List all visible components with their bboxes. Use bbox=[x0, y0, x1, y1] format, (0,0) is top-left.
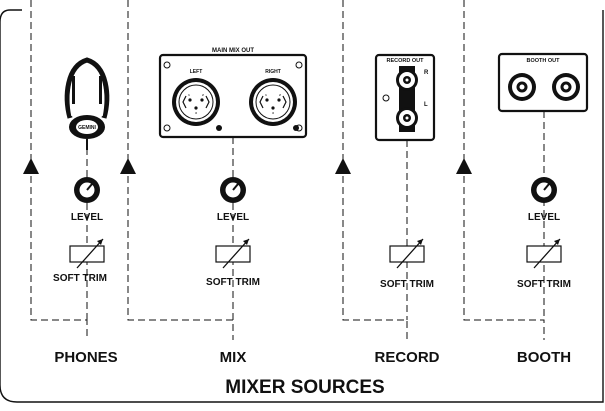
level-knob-icon bbox=[220, 177, 246, 203]
trs-jack-icon bbox=[508, 73, 536, 101]
headphone-brand-text: GEMINI bbox=[78, 125, 96, 131]
xlr-left-pin-2: 2 bbox=[202, 93, 204, 97]
main-mix-out-panel: MAIN MIX OUT LEFT RIGHT 1 2 3 bbox=[158, 48, 308, 139]
booth-out-title: BOOTH OUT bbox=[527, 58, 561, 64]
record-out-panel: RECORD OUT R L bbox=[374, 53, 436, 142]
record-channel-name: RECORD bbox=[374, 349, 439, 366]
main-mix-left-label: LEFT bbox=[190, 69, 203, 75]
xlr-left-pin-1: 1 bbox=[188, 93, 190, 97]
channel-phones: GEMINI LEVEL SOFT TRIM PHONES bbox=[23, 0, 118, 366]
booth-level-label: LEVEL bbox=[528, 212, 560, 223]
soft-trim-icon bbox=[69, 238, 105, 269]
record-trim-label: SOFT TRIM bbox=[380, 279, 434, 290]
booth-out-panel: BOOTH OUT bbox=[497, 52, 589, 113]
level-knob-icon bbox=[74, 177, 100, 203]
booth-channel-name: BOOTH bbox=[517, 349, 571, 366]
xlr-right-pin-2: 2 bbox=[279, 93, 281, 97]
frame-top-rounding bbox=[0, 9, 22, 23]
mix-level-label: LEVEL bbox=[217, 212, 249, 223]
xlr-right-pin-1: 1 bbox=[265, 93, 267, 97]
booth-trim-label: SOFT TRIM bbox=[517, 279, 571, 290]
channel-booth: BOOTH OUT LEVEL SOFT TR bbox=[456, 0, 589, 366]
soft-trim-icon bbox=[526, 238, 562, 269]
level-knob-icon bbox=[531, 177, 557, 203]
main-mix-out-title: MAIN MIX OUT bbox=[212, 48, 254, 54]
xlr-jack-icon: 1 2 3 bbox=[249, 78, 299, 131]
record-l-label: L bbox=[424, 102, 428, 108]
signal-arrow-icon bbox=[456, 158, 472, 174]
phones-trim-label: SOFT TRIM bbox=[53, 273, 107, 284]
rca-jack-icon bbox=[396, 69, 418, 91]
signal-arrow-icon bbox=[120, 158, 136, 174]
trs-jack-icon bbox=[552, 73, 580, 101]
mixer-sources-title: MIXER SOURCES bbox=[225, 377, 384, 398]
frame-outline bbox=[0, 10, 604, 403]
phones-channel-name: PHONES bbox=[54, 349, 117, 366]
mix-trim-label: SOFT TRIM bbox=[206, 277, 260, 288]
main-mix-right-label: RIGHT bbox=[265, 69, 281, 75]
phones-signal-path bbox=[30, 0, 88, 340]
xlr-jack-icon: 1 2 3 bbox=[172, 78, 222, 131]
rca-jack-icon bbox=[396, 107, 418, 129]
soft-trim-icon bbox=[389, 238, 425, 269]
channel-record: RECORD OUT R L SOFT TRIM REC bbox=[335, 0, 440, 366]
xlr-left-pin-3: 3 bbox=[195, 111, 197, 115]
signal-arrow-icon bbox=[335, 158, 351, 174]
headphones-icon: GEMINI bbox=[64, 57, 110, 150]
xlr-right-pin-3: 3 bbox=[272, 111, 274, 115]
phones-level-label: LEVEL bbox=[71, 212, 103, 223]
record-r-label: R bbox=[424, 70, 429, 76]
mix-channel-name: MIX bbox=[220, 349, 247, 366]
signal-arrow-icon bbox=[23, 158, 39, 174]
channel-mix: MAIN MIX OUT LEFT RIGHT 1 2 3 bbox=[120, 0, 308, 366]
record-out-title: RECORD OUT bbox=[387, 58, 425, 64]
soft-trim-icon bbox=[215, 238, 251, 269]
